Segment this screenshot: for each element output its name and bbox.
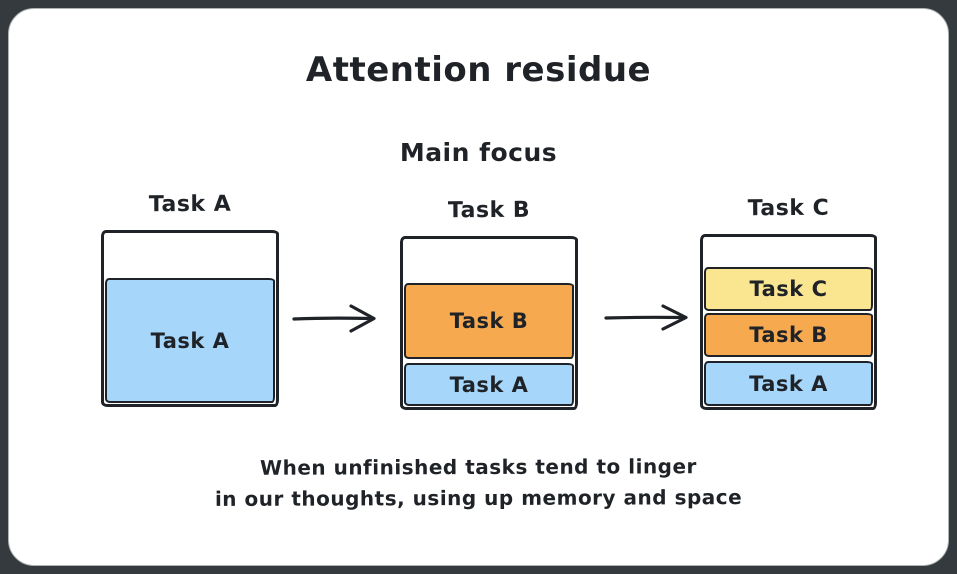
task-c-column: Task C Task C Task B Task A [700, 196, 877, 410]
task-c-column-label: Task C [747, 195, 830, 222]
task-b-column-label: Task B [447, 197, 531, 224]
task-b-residue-segment: Task B [704, 313, 873, 357]
task-b-segment: Task B [404, 283, 574, 359]
task-a-segment: Task A [105, 278, 275, 403]
right-arrow-icon [604, 304, 688, 331]
explanation-caption: When unfinished tasks tend to linger in … [0, 450, 957, 515]
task-b-column: Task B Task B Task A [400, 198, 578, 410]
caption-line-2: in our thoughts, using up memory and spa… [214, 485, 743, 511]
task-c-container-box: Task C Task B Task A [700, 234, 877, 410]
task-c-segment: Task C [704, 267, 873, 311]
main-focus-label: Main focus [399, 138, 558, 167]
task-a-residue-segment: Task A [704, 361, 873, 406]
empty-capacity-space [703, 237, 874, 266]
empty-capacity-space [403, 239, 575, 282]
task-a-column-label: Task A [148, 191, 232, 218]
empty-capacity-space [104, 233, 276, 277]
task-a-residue-segment: Task A [404, 363, 574, 406]
task-a-column: Task A Task A [101, 192, 279, 407]
task-a-container-box: Task A [101, 230, 279, 407]
task-b-container-box: Task B Task A [400, 236, 578, 410]
right-arrow-icon [292, 304, 376, 333]
caption-line-1: When unfinished tasks tend to linger [259, 454, 697, 480]
diagram-title: Attention residue [305, 50, 652, 90]
